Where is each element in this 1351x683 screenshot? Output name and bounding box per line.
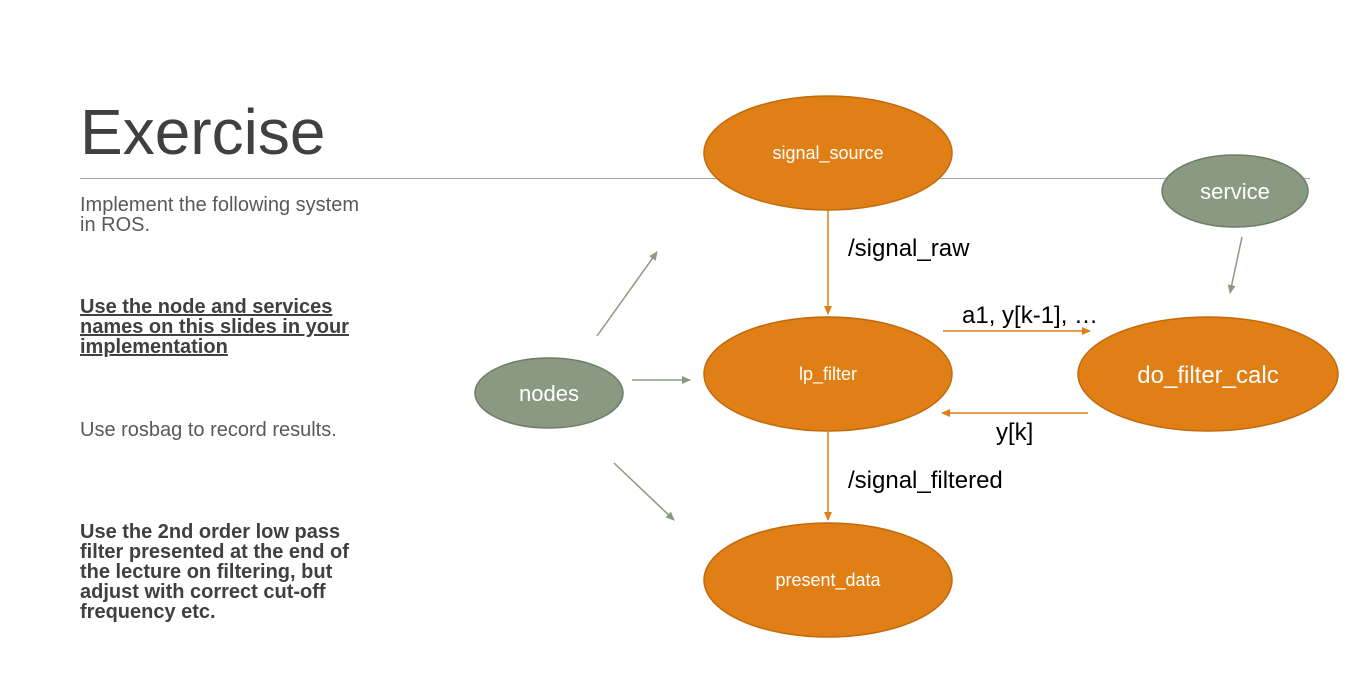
node-present-data-label: present_data: [775, 570, 881, 591]
label-signal-filtered: /signal_filtered: [848, 467, 1003, 494]
label-signal-raw: /signal_raw: [848, 235, 970, 262]
service-do-filter-calc: do_filter_calc: [1077, 316, 1339, 432]
legend-service: service: [1161, 154, 1309, 228]
legend-arrow-down: [613, 462, 675, 521]
service-do-filter-calc-label: do_filter_calc: [1137, 362, 1278, 389]
slide-title: Exercise: [80, 96, 326, 168]
instruction-naming: Use the node and services names on this …: [80, 296, 349, 358]
node-lp-filter: lp_filter: [703, 316, 953, 432]
title-divider: [80, 178, 1310, 179]
instruction-filter: Use the 2nd order low pass filter presen…: [80, 521, 349, 623]
legend-nodes-label: nodes: [519, 381, 579, 406]
legend-service-label: service: [1200, 179, 1270, 204]
node-signal-source: signal_source: [703, 95, 953, 211]
node-lp-filter-label: lp_filter: [799, 364, 857, 385]
label-response: y[k]: [996, 419, 1033, 446]
legend-arrow-up: [596, 251, 658, 337]
node-signal-source-label: signal_source: [772, 143, 883, 164]
legend-arrow-service: [1227, 236, 1243, 294]
instruction-implement: Implement the following system in ROS.: [80, 194, 360, 236]
instruction-rosbag: Use rosbag to record results.: [80, 419, 337, 441]
node-present-data: present_data: [703, 522, 953, 638]
label-request: a1, y[k-1], …: [962, 302, 1098, 329]
legend-nodes: nodes: [474, 357, 624, 429]
